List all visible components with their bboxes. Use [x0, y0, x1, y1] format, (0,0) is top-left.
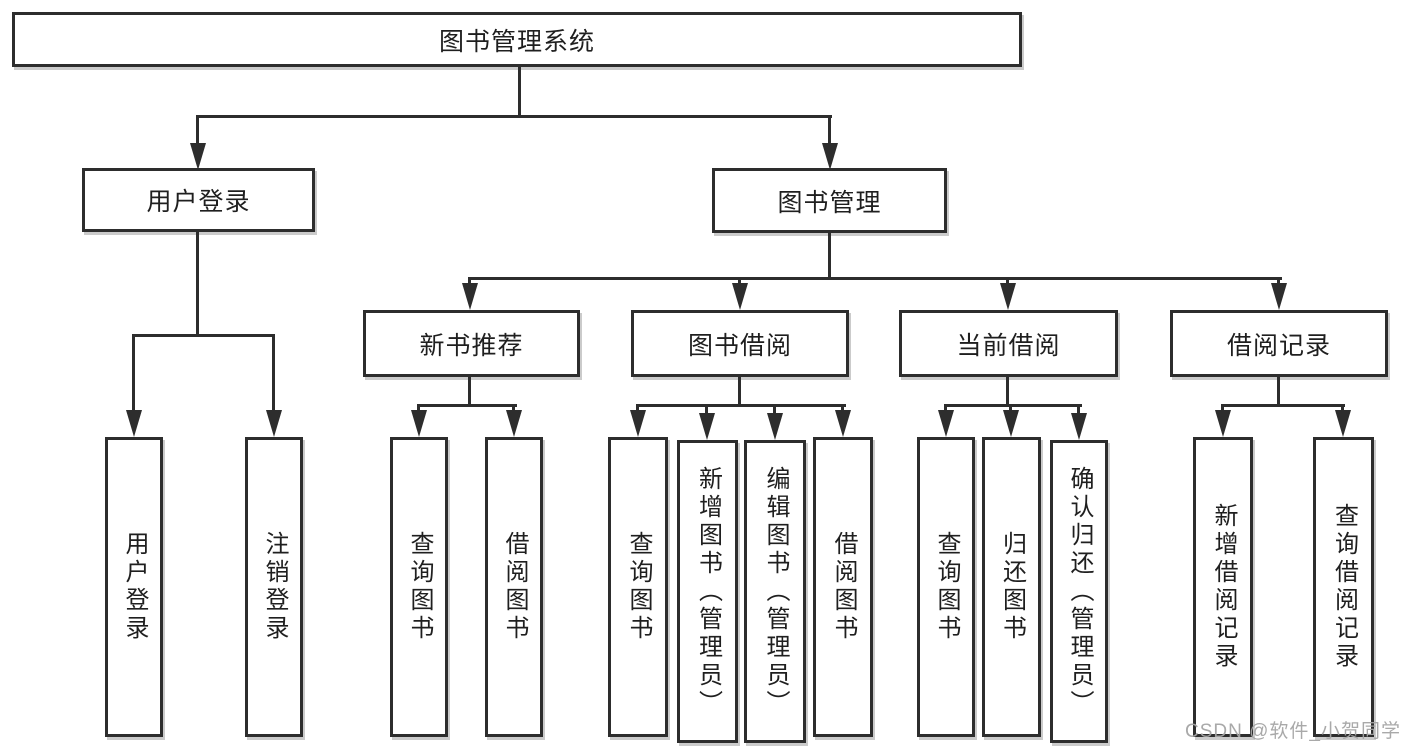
node-borrowing-records: 借阅记录	[1170, 310, 1388, 377]
leaf-user-login: 用户登录	[105, 437, 163, 737]
connector	[828, 233, 831, 280]
connector	[1006, 377, 1009, 407]
connector	[132, 334, 275, 337]
leaf-query-books-current: 查询图书	[917, 437, 975, 737]
connector	[1221, 404, 1345, 407]
arrow-down-icon	[1071, 413, 1087, 440]
watermark-text: CSDN @软件_小贺同学	[1185, 721, 1401, 742]
connector	[417, 404, 420, 412]
arrow-down-icon	[699, 413, 715, 440]
connector	[518, 67, 521, 116]
leaf-confirm-return-admin: 确认归还（管理员）	[1050, 440, 1108, 743]
connector	[1277, 277, 1280, 286]
arrow-down-icon	[1215, 410, 1231, 437]
arrow-down-icon	[732, 283, 748, 310]
connector	[468, 277, 1282, 280]
arrow-down-icon	[767, 413, 783, 440]
arrow-down-icon	[1000, 283, 1016, 310]
leaf-query-books-recommend: 查询图书	[390, 437, 448, 737]
arrow-down-icon	[190, 143, 206, 170]
connector	[1077, 404, 1080, 414]
connector	[944, 404, 947, 412]
arrow-down-icon	[1271, 283, 1287, 310]
connector	[828, 115, 831, 145]
leaf-query-books-borrowing: 查询图书	[608, 437, 668, 737]
connector	[512, 404, 515, 412]
connector	[1277, 377, 1280, 407]
connector	[196, 232, 199, 336]
connector	[468, 277, 471, 286]
arrow-down-icon	[835, 410, 851, 437]
connector	[1221, 404, 1224, 412]
arrow-down-icon	[506, 410, 522, 437]
connector	[468, 377, 471, 407]
arrow-down-icon	[1003, 410, 1019, 437]
arrow-down-icon	[822, 143, 838, 170]
connector	[1006, 277, 1009, 286]
arrow-down-icon	[938, 410, 954, 437]
connector	[196, 115, 832, 118]
connector	[773, 404, 776, 414]
connector	[417, 404, 517, 407]
node-book-management: 图书管理	[712, 168, 947, 233]
connector	[1009, 404, 1012, 412]
node-current-borrowing: 当前借阅	[899, 310, 1118, 377]
arrow-down-icon	[1335, 410, 1351, 437]
node-library-system: 图书管理系统	[12, 12, 1022, 67]
arrow-down-icon	[630, 410, 646, 437]
connector	[1341, 404, 1344, 412]
arrow-down-icon	[266, 410, 282, 437]
leaf-add-borrow-record: 新增借阅记录	[1193, 437, 1253, 737]
connector	[196, 115, 199, 145]
node-user-login: 用户登录	[82, 168, 315, 232]
arrow-down-icon	[126, 410, 142, 437]
arrow-down-icon	[462, 283, 478, 310]
connector	[738, 377, 741, 407]
node-book-borrowing: 图书借阅	[631, 310, 849, 377]
connector	[944, 404, 1082, 407]
leaf-borrow-books-recommend: 借阅图书	[485, 437, 543, 737]
connector	[841, 404, 844, 412]
leaf-logout: 注销登录	[245, 437, 303, 737]
leaf-borrow-books-borrowing: 借阅图书	[813, 437, 873, 737]
node-new-book-recommendation: 新书推荐	[363, 310, 580, 377]
leaf-add-book-admin: 新增图书（管理员）	[677, 440, 738, 743]
connector	[272, 334, 275, 412]
leaf-edit-book-admin: 编辑图书（管理员）	[744, 440, 806, 743]
connector	[705, 404, 708, 414]
leaf-query-borrow-record: 查询借阅记录	[1313, 437, 1374, 737]
connector	[636, 404, 639, 412]
arrow-down-icon	[411, 410, 427, 437]
connector	[636, 404, 846, 407]
leaf-return-books: 归还图书	[982, 437, 1041, 737]
connector	[132, 334, 135, 412]
connector	[738, 277, 741, 286]
